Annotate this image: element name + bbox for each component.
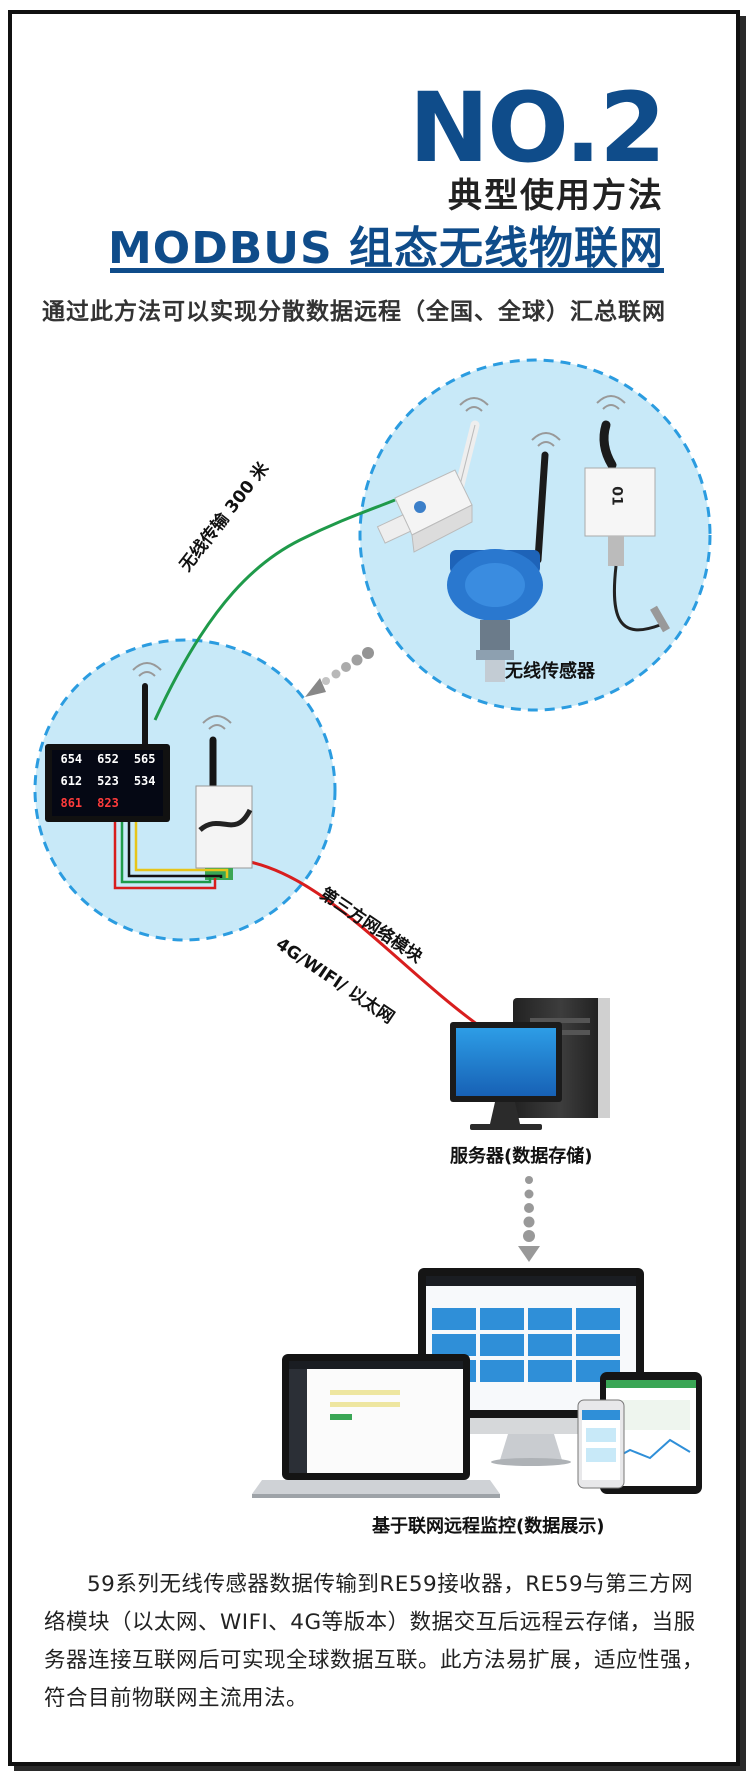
third-party-link-line xyxy=(249,860,486,1032)
display-value: 861 xyxy=(60,796,83,810)
down-arrow-icon xyxy=(518,1176,540,1262)
monitor-caption: 基于联网远程监控(数据展示) xyxy=(372,1516,605,1537)
lead-text: 通过此方法可以实现分散数据远程（全国、全球）汇总联网 xyxy=(42,299,666,325)
receiver-wires xyxy=(113,822,229,890)
display-value: 654 xyxy=(60,752,83,766)
receiver-display-panel xyxy=(45,662,170,822)
temperature-probe-sensor-icon xyxy=(584,395,670,633)
server-computer-icon xyxy=(450,998,610,1130)
display-value xyxy=(127,796,162,816)
display-value: 612 xyxy=(60,774,83,788)
section-number: NO.2 xyxy=(408,72,666,184)
data-flow-arrow-icon xyxy=(305,647,374,697)
server-caption: 服务器(数据存储) xyxy=(450,1146,593,1167)
desktop-monitor-icon xyxy=(418,1268,644,1466)
wireless-sensor-box-icon xyxy=(376,397,489,553)
section-title: MODBUS 组态无线物联网 xyxy=(108,223,664,274)
pressure-transmitter-icon xyxy=(447,432,561,682)
display-value: 534 xyxy=(133,774,156,788)
section-subtitle: 典型使用方法 xyxy=(448,176,664,216)
sensor-caption: 无线传感器 xyxy=(505,661,595,682)
display-value: 823 xyxy=(97,796,119,810)
gateway-module-icon xyxy=(195,715,253,880)
receiver-display-readings: 654 652 565 612 523 534 861 823 xyxy=(54,752,162,816)
display-value: 565 xyxy=(133,752,156,766)
smartphone-icon xyxy=(577,1399,625,1489)
laptop-icon xyxy=(252,1354,500,1498)
display-value: 523 xyxy=(97,774,119,788)
title-underline xyxy=(110,268,664,273)
description-paragraph: 59系列无线传感器数据传输到RE59接收器，RE59与第三方网络模块（以太网、W… xyxy=(44,1572,705,1711)
display-value: 652 xyxy=(97,752,119,766)
sensor-tag: 01 xyxy=(608,486,625,506)
wireless-link-line xyxy=(153,498,396,721)
